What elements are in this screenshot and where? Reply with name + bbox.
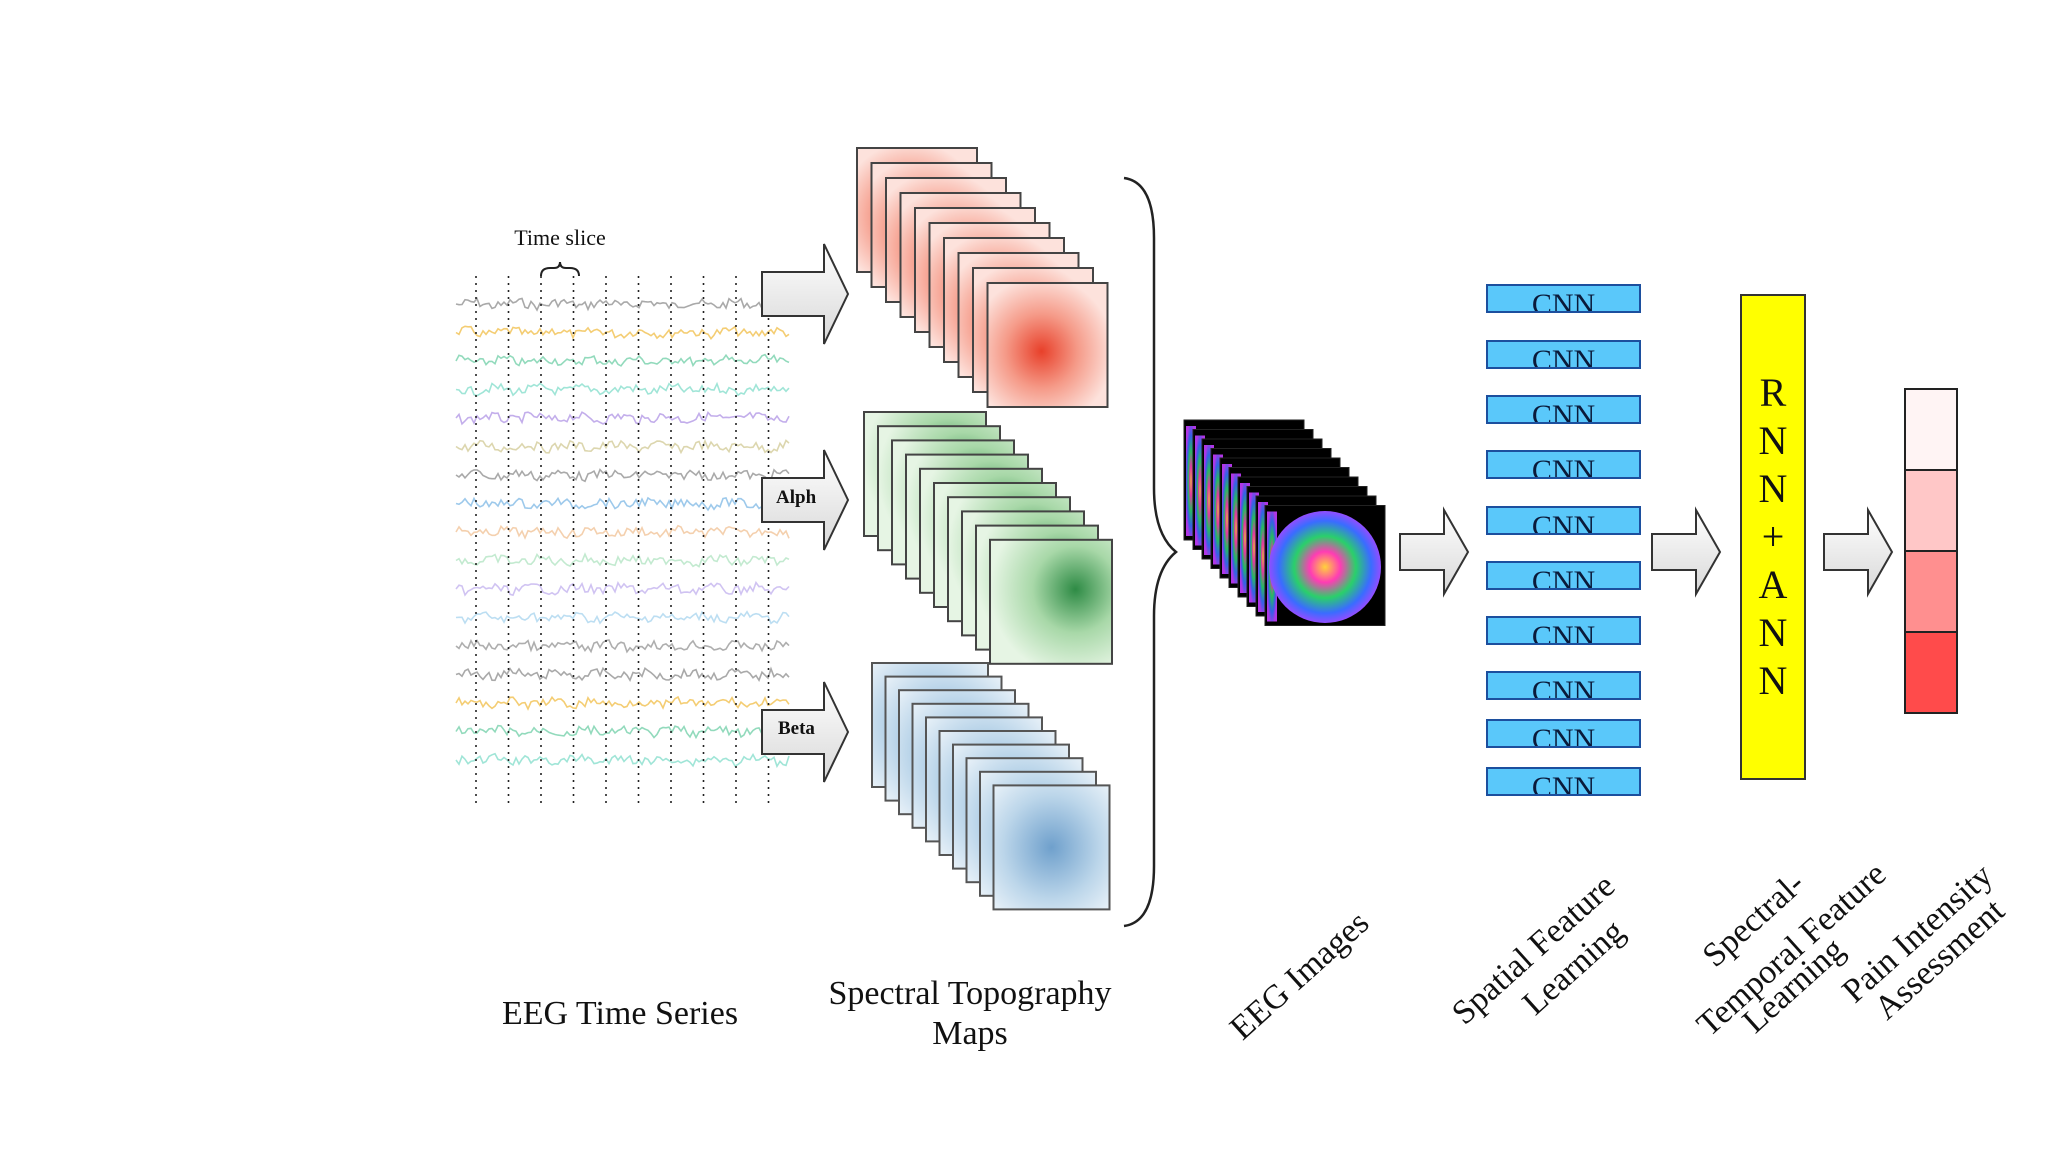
rnn-letter: N bbox=[1758, 610, 1788, 655]
eeg-channel-wave bbox=[455, 752, 790, 769]
cnn-block: CNN bbox=[1486, 671, 1641, 700]
rnn-letter: A bbox=[1758, 562, 1788, 607]
pain-intensity-scale bbox=[1904, 388, 1958, 714]
spectral-maps-label-line1: Spectral Topography bbox=[828, 975, 1112, 1012]
eeg-image-edge bbox=[1213, 454, 1223, 565]
rnn-letter: N bbox=[1758, 418, 1788, 463]
rnn-letter: N bbox=[1758, 658, 1788, 703]
theta-topography-stack bbox=[856, 147, 1109, 408]
eeg-channel-wave bbox=[455, 666, 790, 682]
eeg-channel-wave bbox=[455, 410, 790, 426]
time-slice-lines bbox=[475, 276, 770, 806]
eeg-image-edge bbox=[1204, 445, 1214, 555]
eeg-channel-wave bbox=[455, 524, 790, 540]
eeg-waveforms bbox=[455, 297, 790, 769]
eeg-images-stack bbox=[1183, 419, 1386, 626]
cnn-block: CNN bbox=[1486, 450, 1641, 479]
alpha-band-tag: Alph bbox=[776, 487, 817, 508]
cnn-block: CNN bbox=[1486, 719, 1641, 748]
spectral-maps-label-line2: Maps bbox=[932, 1015, 1008, 1052]
arrow-to-alpha-maps bbox=[761, 449, 850, 551]
eeg-channel-wave bbox=[455, 580, 790, 597]
eeg-channel-wave bbox=[455, 297, 790, 312]
maps-grouping-brace bbox=[1123, 176, 1178, 928]
pain-scale-level bbox=[1904, 469, 1958, 552]
eeg-channel-wave bbox=[455, 381, 790, 397]
eeg-image-edge bbox=[1222, 464, 1232, 574]
cnn-block: CNN bbox=[1486, 284, 1641, 313]
eeg-channel-wave bbox=[455, 325, 790, 341]
beta-band-tag: Beta bbox=[778, 718, 815, 739]
cnn-block: CNN bbox=[1486, 616, 1641, 645]
cnn-block: CNN bbox=[1486, 767, 1641, 796]
eeg-channel-wave bbox=[455, 724, 790, 740]
eeg-channel-wave bbox=[455, 695, 790, 711]
rnn-ann-block: R N N + A N N bbox=[1740, 294, 1806, 780]
cnn-block: CNN bbox=[1486, 561, 1641, 590]
eeg-channel-wave bbox=[455, 638, 790, 654]
eeg-channel-wave bbox=[455, 496, 790, 512]
eeg-channel-wave bbox=[455, 552, 790, 568]
pain-scale-level bbox=[1904, 550, 1958, 633]
rnn-letter: N bbox=[1758, 466, 1788, 511]
pain-scale-level bbox=[1904, 631, 1958, 714]
alpha-topography-stack bbox=[863, 411, 1113, 665]
eeg-time-series-label: EEG Time Series bbox=[501, 995, 739, 1032]
arrow-to-theta-maps bbox=[761, 243, 850, 345]
time-slice-brace bbox=[540, 261, 580, 277]
rnn-letter: R bbox=[1759, 370, 1787, 415]
topography-map-frame bbox=[992, 784, 1111, 911]
eeg-channel-wave bbox=[455, 468, 790, 483]
topography-map-frame bbox=[986, 282, 1109, 408]
cnn-block: CNN bbox=[1486, 340, 1641, 369]
arrow-to-rnn bbox=[1651, 506, 1722, 598]
pain-scale-level bbox=[1904, 388, 1958, 471]
cnn-block: CNN bbox=[1486, 506, 1641, 535]
beta-topography-stack bbox=[871, 662, 1111, 911]
eeg-channel-wave bbox=[455, 353, 790, 368]
eeg-image-edge bbox=[1186, 426, 1196, 536]
arrow-to-cnn bbox=[1399, 506, 1470, 598]
eeg-image-edge bbox=[1249, 492, 1259, 603]
time-slice-label: Time slice bbox=[514, 225, 606, 250]
rnn-letter: + bbox=[1761, 514, 1785, 559]
eeg-image-edge bbox=[1195, 435, 1205, 546]
eeg-channel-wave bbox=[455, 610, 790, 625]
arrow-to-beta-maps bbox=[761, 681, 850, 783]
arrow-to-pain bbox=[1823, 506, 1894, 598]
eeg-head-image bbox=[1269, 511, 1381, 623]
eeg-image-edge bbox=[1231, 473, 1241, 584]
eeg-image-edge bbox=[1258, 502, 1268, 612]
topography-map-frame bbox=[989, 538, 1113, 665]
eeg-channel-wave bbox=[455, 438, 790, 455]
cnn-block: CNN bbox=[1486, 395, 1641, 424]
eeg-image-edge bbox=[1240, 483, 1250, 593]
